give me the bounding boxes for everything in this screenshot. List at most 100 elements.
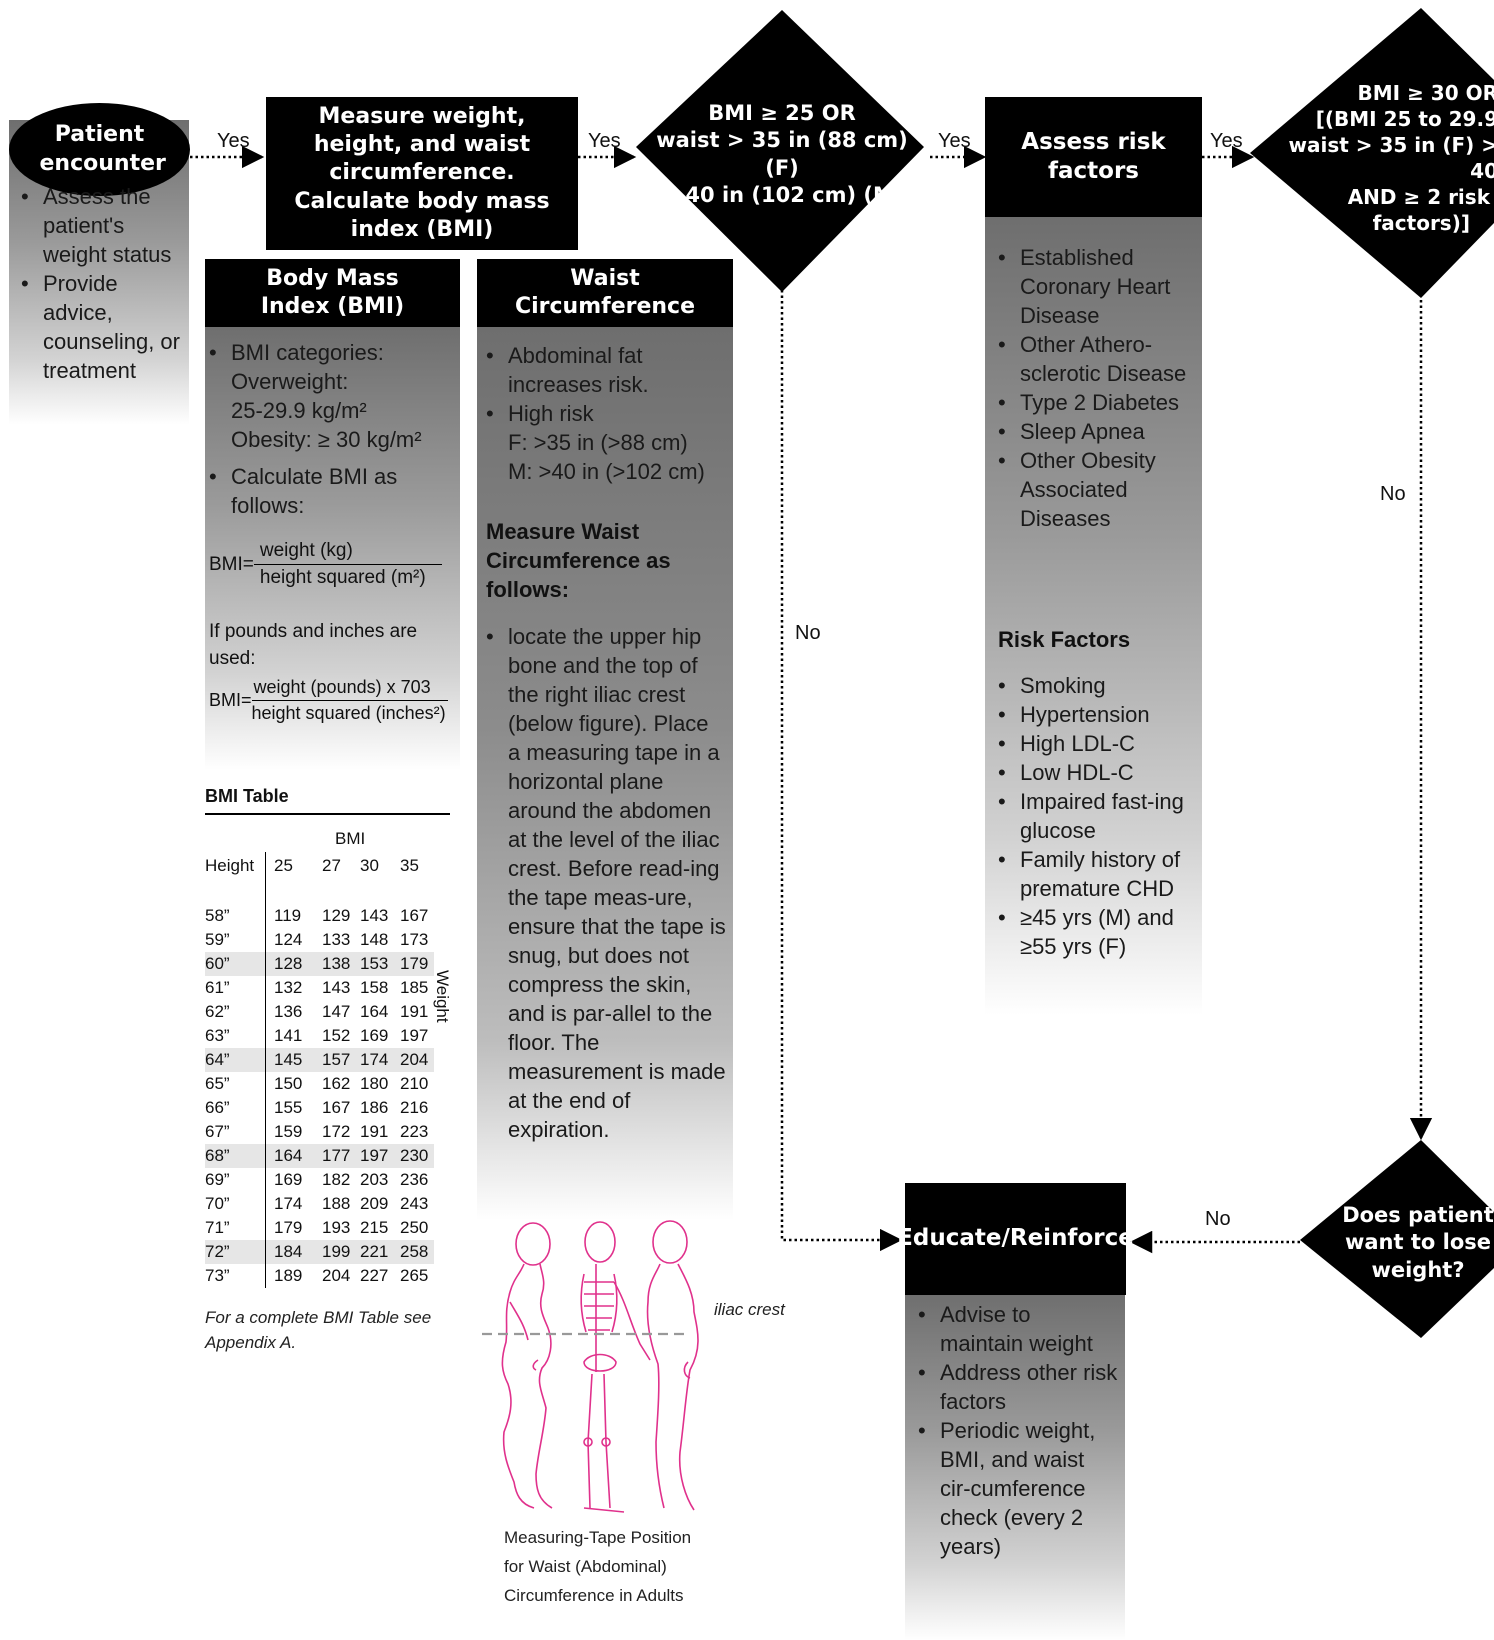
bmi-bullet-categories: BMI categories: Overweight: 25-29.9 kg/m…	[209, 338, 455, 454]
weight-cell: 119	[274, 906, 302, 925]
height-cell: 59”	[205, 928, 266, 952]
weight-cell: 133	[322, 930, 351, 949]
assess-bullets: Established Coronary Heart Disease Other…	[998, 243, 1194, 533]
bmi-table-row: 65” 150 162 180 210	[205, 1072, 434, 1096]
figure-caption-line: Circumference in Adults	[504, 1586, 684, 1605]
weight-cell: 145	[274, 1050, 303, 1069]
decision3-diamond	[1300, 1140, 1494, 1338]
risk-factor-bullet: High LDL-C	[998, 729, 1194, 758]
weight-cell: 174	[360, 1050, 389, 1069]
encounter-bullets: Assess the patient's weight status Provi…	[21, 182, 183, 385]
weight-cell: 186	[360, 1098, 389, 1117]
measure-waist-bullet: locate the upper hip bone and the top of…	[486, 622, 726, 1144]
weight-cell: 141	[274, 1026, 303, 1045]
waist-risk-female: F: >35 in (>88 cm)	[508, 430, 688, 455]
waist-measurement-figure	[482, 1220, 699, 1513]
height-cell: 66”	[205, 1096, 266, 1120]
encounter-oval: Patient encounter	[9, 103, 190, 196]
bmi-formula-metric: BMI= weight (kg) height squared (m²)	[209, 540, 442, 589]
weight-cell: 236	[400, 1170, 429, 1189]
height-cell: 69”	[205, 1168, 266, 1192]
educate-bullet: Periodic weight, BMI, and waist cir-cumf…	[918, 1416, 1118, 1561]
decision3-text: Does patient want to lose weight?	[1340, 1202, 1494, 1284]
weight-cell: 184	[274, 1242, 303, 1261]
weight-cell: 250	[400, 1218, 429, 1237]
weight-cell: 185	[400, 978, 429, 997]
weight-cell: 203	[360, 1170, 389, 1189]
decision1-line: waist > 35 in (88 cm) (F)	[656, 128, 908, 180]
weight-cell: 143	[360, 906, 389, 925]
weight-cell: 128	[274, 954, 303, 973]
bmi-bullets: BMI categories: Overweight: 25-29.9 kg/m…	[209, 338, 455, 520]
formula-denominator: height squared (m²)	[259, 567, 426, 588]
yes-label-2: Yes	[588, 130, 621, 152]
encounter-bullet: Assess the patient's weight status	[21, 182, 183, 269]
weight-cell: 152	[322, 1026, 351, 1045]
weight-cell: 179	[274, 1218, 303, 1237]
formula-numerator: weight (pounds) x 703	[251, 677, 448, 701]
weight-cell: 180	[360, 1074, 389, 1093]
risk-factor-bullet: Low HDL-C	[998, 758, 1194, 787]
skeleton-figure	[580, 1221, 651, 1513]
assess-bullet: Sleep Apnea	[998, 417, 1194, 446]
male-figure	[646, 1220, 699, 1511]
assess-bullet: Other Obesity Associated Diseases	[998, 446, 1194, 533]
weight-cell: 162	[322, 1074, 351, 1093]
decision2-line: [(BMI 25 to 29.9	[1315, 107, 1494, 131]
weight-cell: 150	[274, 1074, 303, 1093]
bmi-categories-line: 25-29.9 kg/m²	[231, 398, 367, 423]
height-cell: 65”	[205, 1072, 266, 1096]
educate-bullets: Advise to maintain weight Address other …	[918, 1300, 1118, 1561]
figure-caption-line: for Waist (Abdominal)	[504, 1557, 667, 1576]
weight-cell: 179	[400, 954, 429, 973]
height-cell: 63”	[205, 1024, 266, 1048]
weight-cell: 223	[400, 1122, 429, 1141]
weight-cell: 197	[400, 1026, 429, 1045]
no-label-decision2: No	[1380, 483, 1406, 505]
encounter-title: Patient encounter	[39, 121, 166, 176]
weight-cell: 210	[400, 1074, 429, 1093]
decision2-line: AND ≥ 2 risk	[1347, 185, 1490, 209]
weight-cell: 204	[322, 1266, 351, 1285]
measure-box: Measure weight, height, and waist circum…	[266, 97, 578, 250]
weight-cell: 148	[360, 930, 389, 949]
bmi-categories-line: Obesity: ≥ 30 kg/m²	[231, 427, 422, 452]
height-cell: 71”	[205, 1216, 266, 1240]
bmi-column-header: 35	[400, 856, 419, 875]
weight-cell: 173	[400, 930, 429, 949]
risk-factors-heading: Risk Factors	[998, 627, 1131, 652]
bmi-formula-imperial: BMI= weight (pounds) x 703 height square…	[209, 677, 448, 724]
weight-cell: 143	[322, 978, 351, 997]
iliac-crest-label: iliac crest	[714, 1300, 785, 1319]
measure-waist-bullets: locate the upper hip bone and the top of…	[486, 622, 726, 1144]
yes-label-4: Yes	[1210, 130, 1243, 152]
height-cell: 70”	[205, 1192, 266, 1216]
risk-factor-bullet: Hypertension	[998, 700, 1194, 729]
decision2-text: BMI ≥ 30 OR [(BMI 25 to 29.9 waist > 35 …	[1266, 80, 1494, 236]
weight-cell: 177	[322, 1146, 351, 1165]
figure-caption-line: Measuring-Tape Position	[504, 1528, 692, 1547]
assess-bullet: Other Athero-sclerotic Disease	[998, 330, 1194, 388]
height-cell: 64”	[205, 1048, 266, 1072]
educate-bullet: Address other risk factors	[918, 1358, 1118, 1416]
decision2-line: waist > 35 in (F) > 40	[1288, 133, 1494, 183]
weight-cell: 138	[322, 954, 351, 973]
yes-label-1: Yes	[217, 130, 250, 152]
height-cell: 72”	[205, 1240, 266, 1264]
decision3-line: weight?	[1371, 1257, 1465, 1282]
bmi-categories-line: BMI categories:	[231, 340, 384, 365]
no-label-decision1: No	[795, 622, 821, 644]
bmi-group-label: BMI	[335, 829, 366, 848]
bmi-table-title: BMI Table	[205, 786, 289, 806]
educate-title: Educate/Reinforce	[897, 1183, 1134, 1295]
weight-cell: 159	[274, 1122, 303, 1141]
weight-cell: 155	[274, 1098, 303, 1117]
